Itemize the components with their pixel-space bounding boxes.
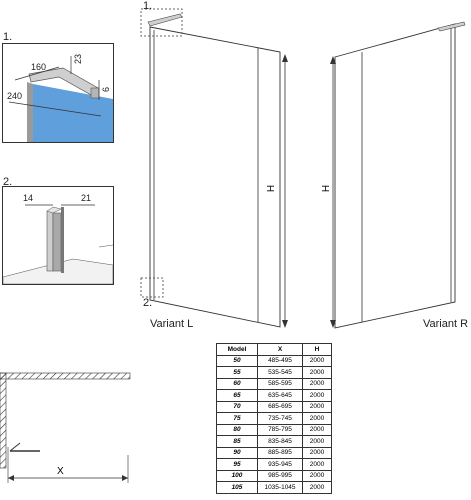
cell-x: 935-945	[257, 458, 303, 471]
variant-l-h-arrow-top	[282, 54, 288, 62]
cell-model: 90	[216, 446, 258, 459]
variant-r-h-arrow-top	[330, 56, 336, 64]
cell-x: 985-995	[257, 469, 303, 482]
detail-2-number: 2.	[3, 176, 13, 188]
detail-1-panel: 160 23 240 6	[2, 43, 114, 143]
elevation-drawing	[140, 8, 466, 329]
variant-r-bracket	[437, 21, 466, 32]
cell-model: 105	[216, 481, 258, 494]
dim-line-160	[14, 66, 60, 81]
cell-x: 535-545	[257, 366, 303, 379]
cell-h: 2000	[302, 412, 332, 425]
cell-model: 75	[216, 412, 258, 425]
top-bracket	[147, 13, 183, 27]
cell-x: 735-745	[257, 412, 303, 425]
dim-right: 21	[81, 193, 91, 203]
cell-x: 835-845	[257, 435, 303, 448]
variant-l-h-label: H	[266, 184, 278, 193]
glass-panel-view	[33, 84, 113, 142]
wall-top-hatch	[0, 372, 131, 380]
cell-h: 2000	[302, 446, 332, 459]
wall-profile	[27, 82, 33, 142]
plan-view-drawing	[0, 372, 131, 483]
header-x: X	[257, 343, 303, 356]
marker-bottom-number: 2.	[143, 297, 153, 309]
detail-2-panel: 14 21	[2, 186, 114, 285]
cell-h: 2000	[302, 458, 332, 471]
cell-x: 1035-1045	[257, 481, 303, 494]
cell-model: 85	[216, 435, 258, 448]
cell-x: 585-595	[257, 377, 303, 390]
variant-r-label: Variant R	[423, 318, 469, 330]
cell-h: 2000	[302, 481, 332, 494]
dim-left: 14	[23, 193, 33, 203]
variant-l-label: Variant L	[150, 318, 194, 330]
glass-edge	[61, 207, 64, 273]
variant-r-h-label: H	[321, 184, 333, 193]
cell-model: 70	[216, 400, 258, 413]
dim-gap: 6	[101, 87, 111, 92]
floor-plane	[3, 258, 113, 284]
plan-x-label: X	[57, 466, 64, 477]
cell-model: 95	[216, 458, 258, 471]
table-header-row: Model X H	[216, 343, 332, 356]
profile-top	[46, 206, 62, 214]
cell-model: 100	[216, 469, 258, 482]
variant-r-panel	[334, 23, 456, 329]
cell-x: 485-495	[257, 354, 303, 367]
cell-model: 50	[216, 354, 258, 367]
cell-h: 2000	[302, 400, 332, 413]
cell-x: 685-695	[257, 400, 303, 413]
cell-h: 2000	[302, 435, 332, 448]
header-model: Model	[216, 343, 258, 356]
wall-edge	[98, 244, 113, 248]
dim-length: 240	[7, 91, 22, 101]
header-h: H	[302, 343, 332, 356]
detail-1-drawing: 160 23 240 6	[7, 54, 113, 142]
plan-arrow-right	[122, 475, 128, 481]
cell-model: 55	[216, 366, 258, 379]
dim-line-240	[8, 101, 102, 117]
cell-x: 885-895	[257, 446, 303, 459]
wall-left-hatch	[0, 372, 7, 469]
cell-x: 635-645	[257, 389, 303, 402]
cell-h: 2000	[302, 354, 332, 367]
cell-model: 80	[216, 423, 258, 436]
marker-top-number: 1.	[143, 0, 153, 12]
cell-model: 65	[216, 389, 258, 402]
profile-foot	[9, 442, 21, 452]
marker-box-bottom	[140, 277, 164, 298]
marker-box-top	[140, 8, 183, 37]
dim-depth: 160	[31, 62, 46, 72]
dim-height: 23	[73, 54, 83, 64]
plan-arrow-left	[8, 475, 14, 481]
detail-1-number: 1.	[3, 31, 13, 43]
variant-l-panel	[149, 26, 281, 328]
cell-model: 60	[216, 377, 258, 390]
variant-r-h-arrow-bottom	[330, 320, 336, 328]
variant-l-h-arrow-bottom	[282, 320, 288, 328]
cell-h: 2000	[302, 366, 332, 379]
cell-x: 785-795	[257, 423, 303, 436]
cell-h: 2000	[302, 389, 332, 402]
detail-2-drawing: 14 21	[3, 193, 113, 284]
cell-h: 2000	[302, 469, 332, 482]
cell-h: 2000	[302, 423, 332, 436]
cell-h: 2000	[302, 377, 332, 390]
